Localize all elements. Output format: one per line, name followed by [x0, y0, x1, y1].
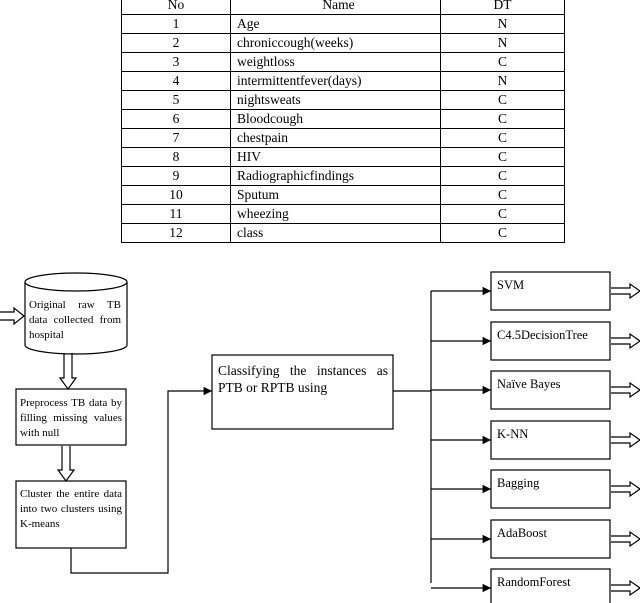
cell-name: Radiographicfindings: [230, 166, 441, 186]
preprocess-box: [15, 388, 127, 446]
cell-name: Sputum: [230, 185, 441, 205]
input-block-arrow: [0, 306, 25, 326]
classifier-box: [490, 420, 611, 460]
cell-name: intermittentfever(days): [230, 71, 441, 91]
classifier-label: AdaBoost: [497, 526, 547, 540]
output-block-arrow: [611, 530, 640, 548]
source-cylinder-top: [24, 272, 128, 292]
output-block-arrow: [611, 431, 640, 449]
classifier-label: K-NN: [497, 427, 529, 441]
cluster-label: Cluster the entire data into two cluster…: [20, 488, 122, 530]
classifier-label: RandomForest: [497, 575, 571, 589]
down-arrow-2: [56, 446, 76, 483]
classifier-box: [490, 370, 611, 410]
output-block-arrow: [611, 579, 640, 597]
preprocess-label: Preprocess TB data by filling missing va…: [20, 397, 122, 439]
output-block-arrow: [611, 332, 640, 350]
classifier-box: [490, 321, 611, 361]
classify-box: [211, 354, 394, 430]
connector-cluster-classify: [70, 386, 212, 574]
cell-dt: C: [440, 223, 565, 243]
down-arrow-1: [58, 353, 78, 391]
classifier-box: [490, 519, 611, 559]
output-block-arrow: [611, 282, 640, 300]
output-block-arrow: [611, 381, 640, 399]
classifier-label: SVM: [497, 278, 525, 292]
cell-name: Age: [230, 14, 441, 34]
classifier-label: Naïve Bayes: [497, 377, 561, 391]
classify-label: Classifying the instances as PTB or RPTB…: [218, 363, 388, 395]
classifier-label: Bagging: [497, 476, 540, 490]
cell-name: chestpain: [230, 128, 441, 148]
classifier-label: C4.5DecisionTree: [497, 328, 588, 342]
classifier-box: [490, 271, 611, 311]
source-cylinder: [24, 282, 128, 355]
source-label: Original raw TB data collected from hosp…: [29, 299, 121, 341]
cell-name: nightsweats: [230, 90, 441, 110]
table-header-row: No Name DT: [121, 0, 565, 15]
cell-name: class: [230, 223, 441, 243]
output-block-arrow: [611, 480, 640, 498]
